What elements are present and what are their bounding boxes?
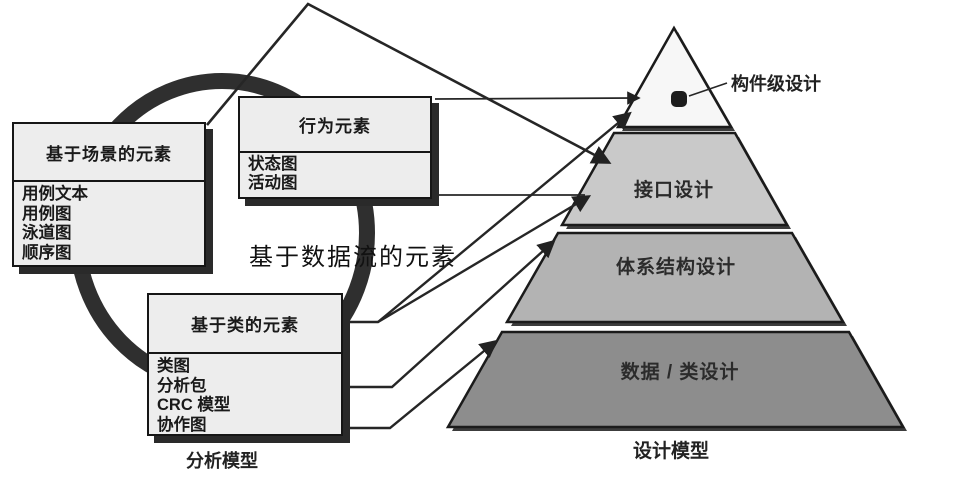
list-item: 用例图	[22, 204, 72, 223]
flow-elements-label: 基于数据流的元素	[249, 245, 457, 271]
line-class-to-architecture	[344, 239, 556, 389]
scenario-elements-box: 基于场景的元素 用例文本 用例图 泳道图 顺序图	[12, 122, 206, 267]
behavioral-box-items: 状态图 活动图	[240, 153, 430, 193]
list-item: 分析包	[157, 376, 207, 395]
architectural-design-label: 体系结构设计	[615, 257, 737, 278]
list-item: 状态图	[248, 155, 298, 173]
pyramid-component-level	[615, 25, 734, 129]
class-elements-box: 基于类的元素 类图 分析包 CRC 模型 协作图	[147, 293, 343, 436]
pyramid-architectural-design	[504, 231, 846, 324]
component-label-leader-line	[688, 82, 728, 97]
scenario-box-items: 用例文本 用例图 泳道图 顺序图	[14, 182, 204, 263]
list-item: CRC 模型	[157, 396, 231, 414]
list-item: 顺序图	[22, 243, 72, 262]
list-item: 活动图	[248, 174, 298, 192]
list-item: 泳道图	[22, 224, 72, 242]
component-design-dot	[671, 91, 687, 107]
design-model-caption: 设计模型	[633, 441, 710, 462]
behavioral-elements-box: 行为元素 状态图 活动图	[238, 96, 432, 199]
line-class-to-data-class	[344, 339, 498, 430]
line-behavioral-to-component	[434, 91, 641, 105]
scenario-box-title: 基于场景的元素	[14, 124, 204, 182]
class-box-items: 类图 分析包 CRC 模型 协作图	[149, 354, 341, 435]
line-class-to-interface	[377, 195, 592, 324]
list-item: 类图	[157, 357, 190, 375]
interface-design-label: 接口设计	[633, 180, 715, 201]
list-item: 协作图	[157, 415, 207, 434]
class-box-title: 基于类的元素	[149, 295, 341, 354]
list-item: 用例文本	[22, 185, 88, 203]
data-class-design-label: 数据 / 类设计	[620, 362, 740, 383]
component-level-design-label: 构件级设计	[731, 74, 821, 94]
pyramid-data-class-design	[445, 330, 906, 429]
mapping-lines	[206, 2, 641, 430]
analysis-model-caption: 分析模型	[186, 451, 258, 471]
behavioral-box-title: 行为元素	[240, 98, 430, 153]
line-scenario-to-interface	[206, 2, 612, 164]
design-pyramid	[445, 25, 906, 429]
